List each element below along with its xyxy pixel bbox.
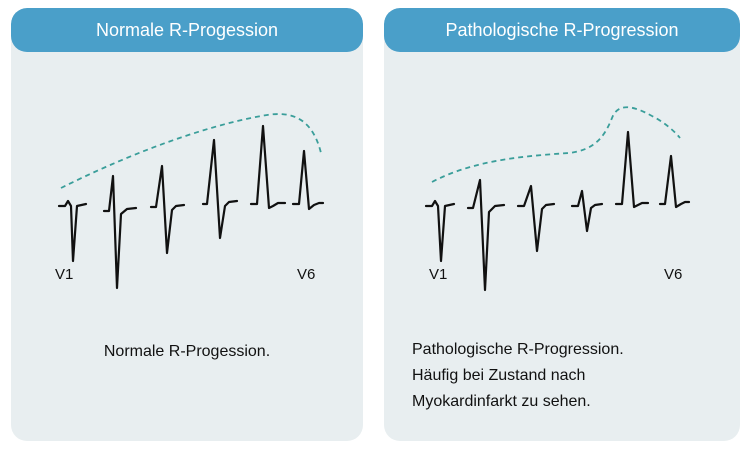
lead-v5-trace: [614, 130, 650, 209]
lead-v1-trace: [57, 199, 88, 263]
normal-trend-line: [60, 113, 322, 189]
lead-v6-label: V6: [297, 266, 316, 283]
normal-ecg-diagram: [57, 113, 325, 290]
caption-line: Normale R-Progession.: [103, 343, 271, 360]
pathological-ecg-diagram: [424, 106, 691, 292]
lead-v4-trace: [570, 189, 604, 233]
lead-v6-trace: [658, 154, 691, 209]
lead-v2-trace: [102, 174, 138, 290]
lead-v1-trace: [424, 199, 456, 263]
lead-v1-label: V1: [55, 266, 74, 283]
lead-v2-trace: [466, 178, 506, 292]
caption-line: Pathologische R-Progression.: [412, 341, 624, 358]
lead-v3-trace: [516, 184, 556, 253]
lead-v4-trace: [201, 138, 239, 240]
lead-v6-trace: [291, 149, 325, 211]
pathological-progression-panel: Pathologische R-Progression V1 V6 Pathol…: [384, 8, 740, 441]
normal-panel-title: Normale R-Progession: [11, 8, 363, 52]
normal-caption: Normale R-Progession.: [11, 339, 363, 365]
lead-v6-label: V6: [664, 266, 683, 283]
lead-v5-trace: [249, 124, 287, 210]
lead-v3-trace: [149, 164, 186, 255]
lead-v1-label: V1: [429, 266, 448, 283]
pathological-caption: Pathologische R-Progression. Häufig bei …: [412, 337, 624, 415]
caption-line: Häufig bei Zustand nach: [412, 367, 586, 384]
pathological-trend-line: [431, 106, 681, 183]
normal-progression-panel: Normale R-Progession V1 V6 Normale R-Pro…: [11, 8, 363, 441]
caption-line: Myokardinfarkt zu sehen.: [412, 393, 591, 410]
pathological-panel-title: Pathologische R-Progression: [384, 8, 740, 52]
